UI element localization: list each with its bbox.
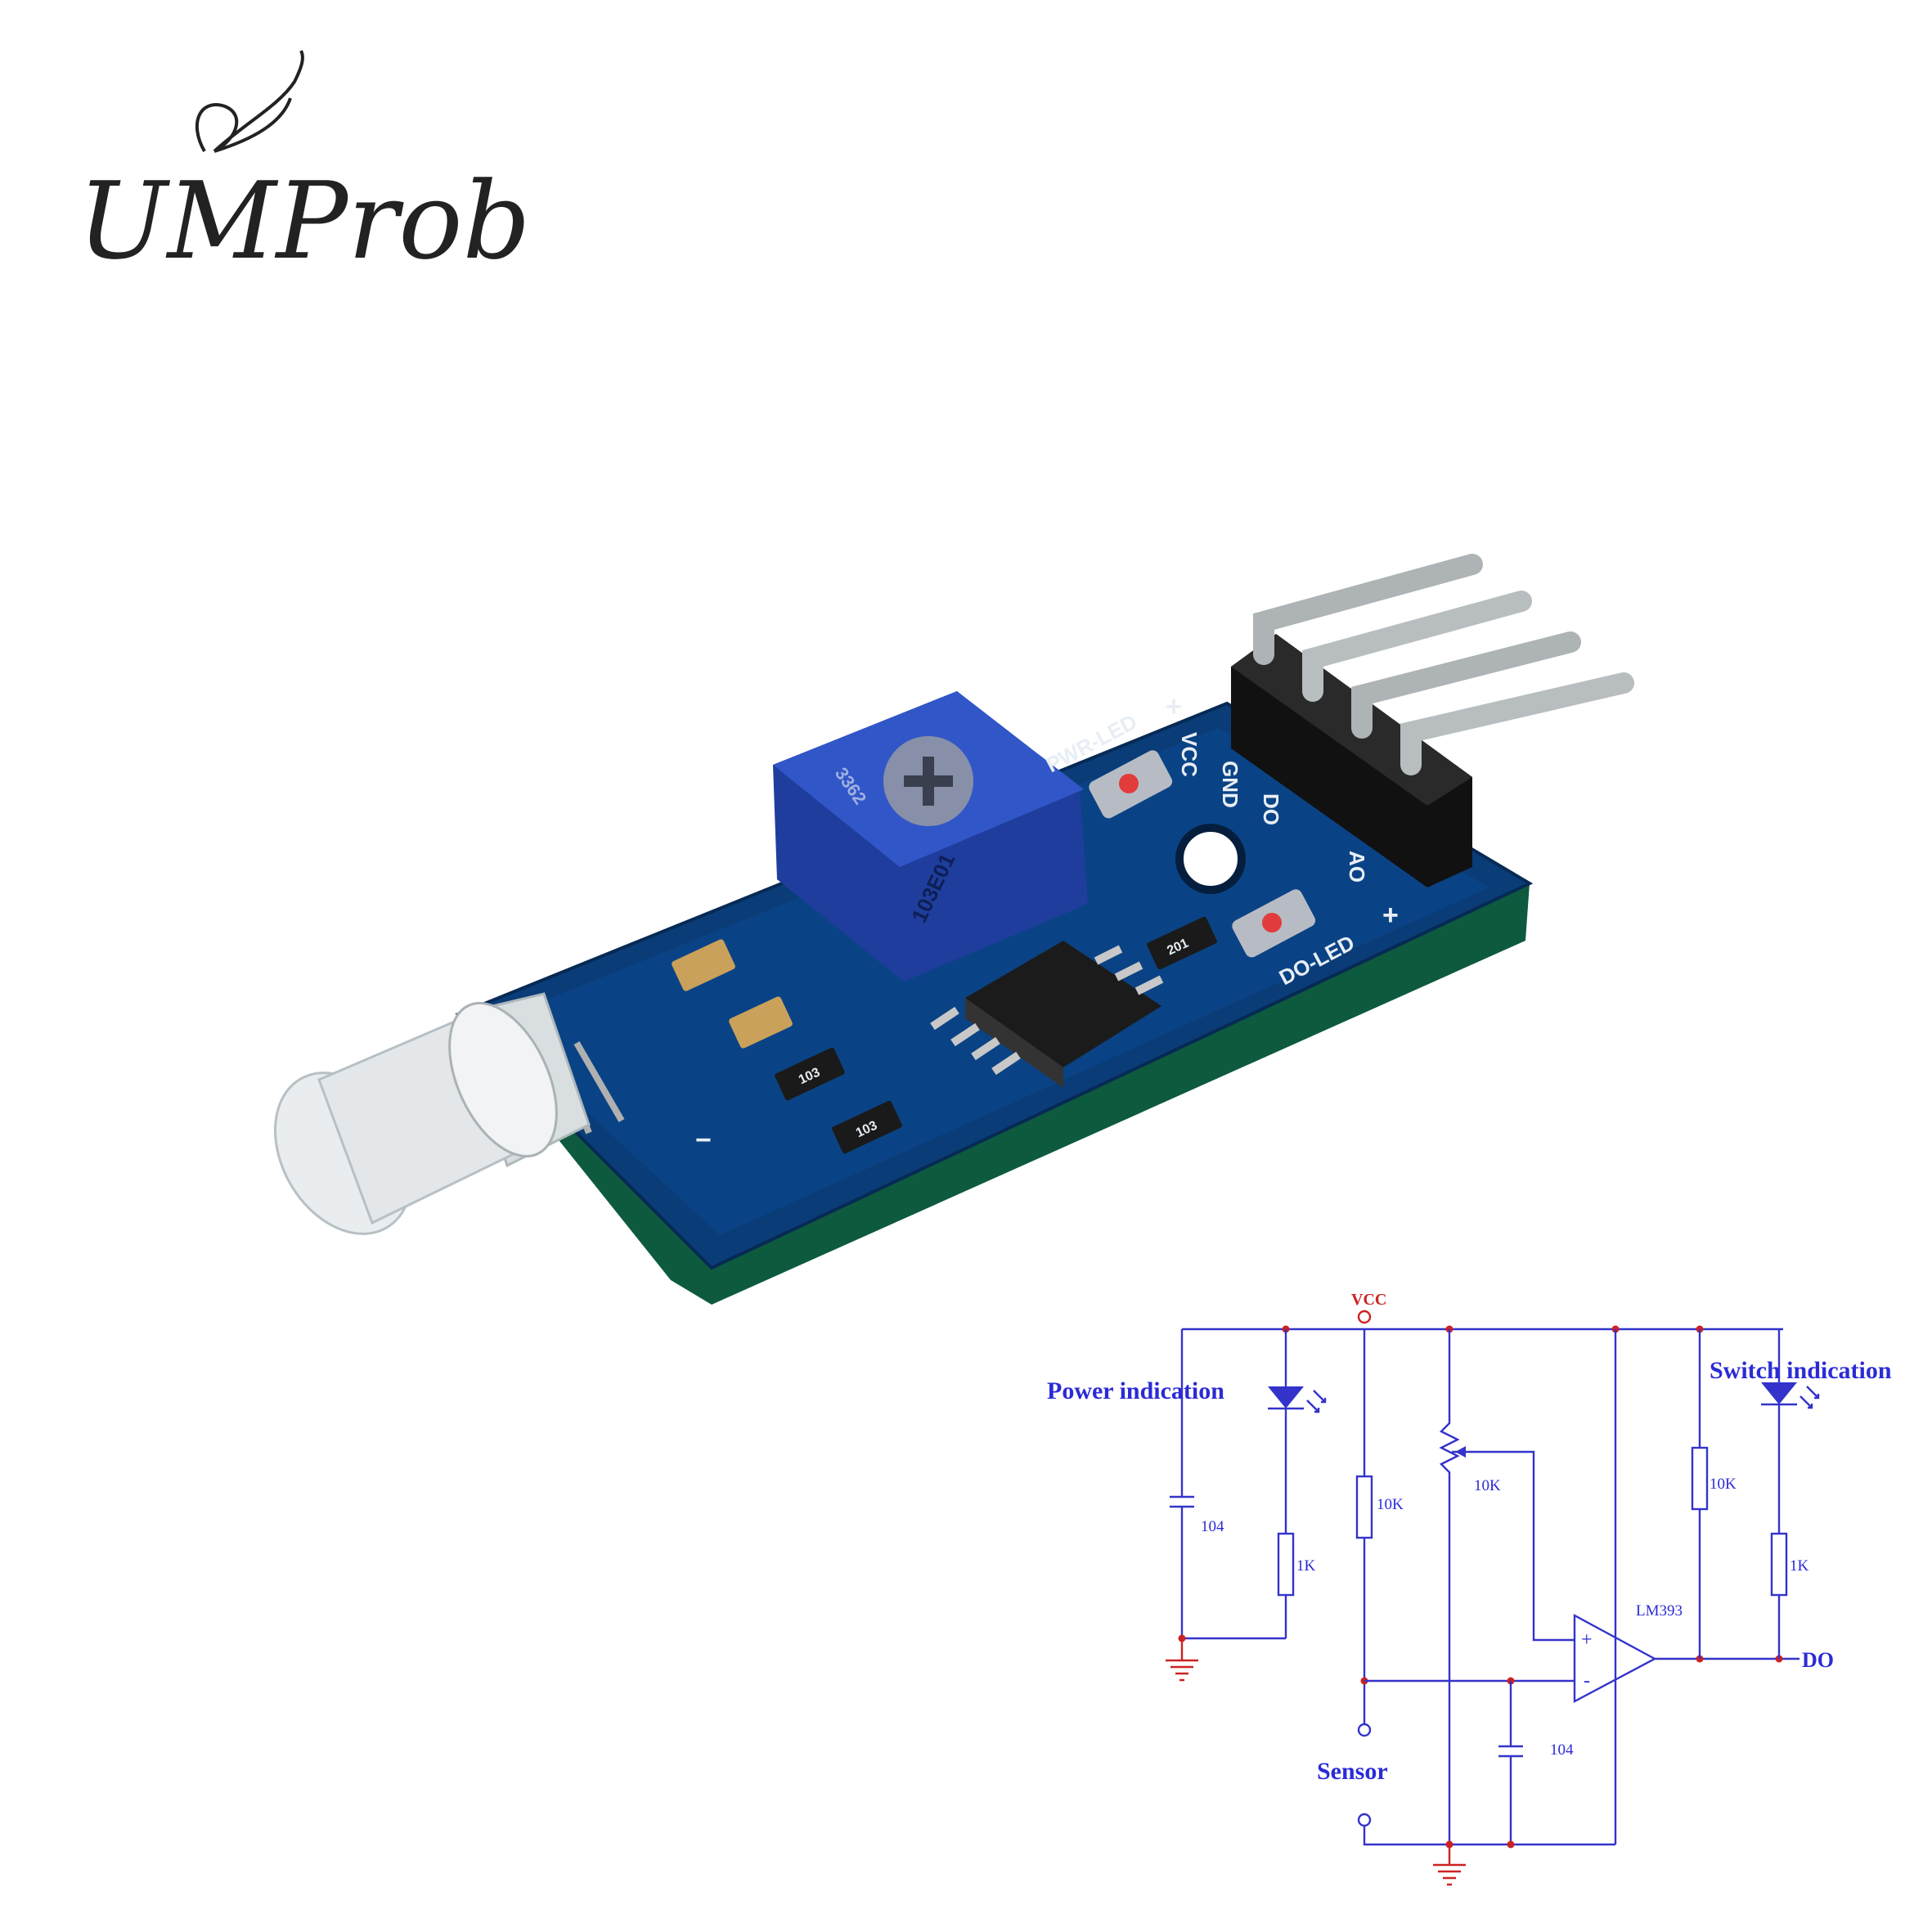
brand-logo: UMProb <box>78 50 531 283</box>
lm393-chip <box>930 941 1164 1088</box>
circuit-schematic: VCC 104 1K Power indication 10K Sensor <box>1047 1291 1892 1886</box>
ground-bottom-icon <box>1433 1844 1466 1886</box>
res-1k-right-value: 1K <box>1790 1557 1809 1575</box>
do-pin-label: DO <box>1259 793 1283 825</box>
ground-left-icon <box>1166 1638 1198 1682</box>
vcc-terminal-icon <box>1357 1310 1372 1324</box>
potentiometer: 103E01 3362 <box>773 691 1088 982</box>
ao-plus-label: + <box>1382 900 1399 931</box>
gnd-pin-label: GND <box>1218 761 1242 808</box>
sensor-minus-label: − <box>695 1125 712 1156</box>
logo-text: UMProb <box>78 159 531 283</box>
pin-header <box>1231 554 1634 887</box>
res-10k-right-value: 10K <box>1710 1476 1737 1493</box>
cap-bottom-value: 104 <box>1550 1741 1574 1759</box>
onboard-leds <box>1089 750 1316 958</box>
switch-led-icon <box>1761 1382 1797 1404</box>
ir-led <box>273 992 625 1235</box>
smd-components: 103 103 201 <box>672 916 1217 1154</box>
res-10k-sensor-value: 10K <box>1377 1496 1404 1513</box>
switch-indication-label: Switch indication <box>1710 1357 1892 1384</box>
sensor-terminal-bottom-icon <box>1357 1813 1372 1827</box>
sensor-label: Sensor <box>1317 1758 1388 1785</box>
pot-10k-value: 10K <box>1474 1477 1501 1494</box>
vcc-plus-label: + <box>1166 691 1182 722</box>
mounting-hole <box>1175 824 1246 894</box>
comparator-icon <box>1573 1613 1657 1703</box>
svg-text:-: - <box>1584 1670 1590 1692</box>
sensor-module: 103E01 3362 103 103 201 <box>273 554 1634 1305</box>
do-led-icon <box>1262 913 1282 932</box>
power-indication-label: Power indication <box>1047 1377 1224 1404</box>
butterfly-icon <box>195 50 304 153</box>
power-led-icon <box>1268 1386 1304 1409</box>
sensor-terminal-top-icon <box>1357 1723 1372 1737</box>
svg-text:+: + <box>1581 1629 1593 1651</box>
cap-left-value: 104 <box>1201 1518 1224 1535</box>
opamp-label: LM393 <box>1636 1602 1683 1620</box>
vcc-label: VCC <box>1351 1291 1386 1309</box>
res-1k-left-value: 1K <box>1296 1557 1316 1575</box>
do-output-label: DO <box>1802 1648 1834 1672</box>
ao-pin-label: AO <box>1345 851 1369 883</box>
pwr-led-icon <box>1119 774 1139 793</box>
vcc-pin-label: VCC <box>1177 732 1202 777</box>
